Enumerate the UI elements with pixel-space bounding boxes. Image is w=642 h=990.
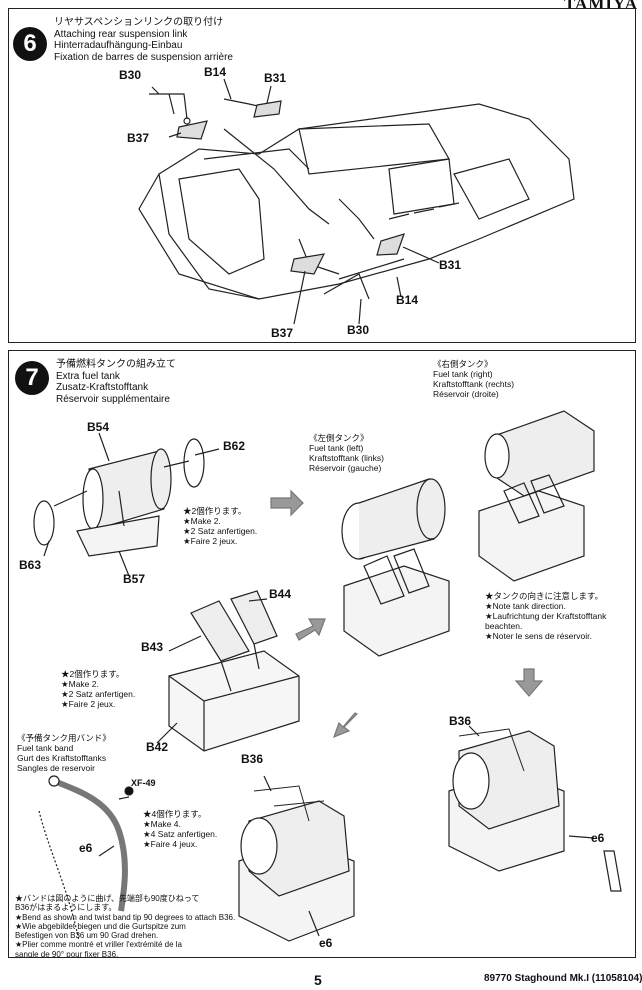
part-label: B44 [269, 587, 292, 601]
suspension-illustration [138, 78, 575, 325]
part-label: B57 [123, 572, 146, 586]
step-number: 7 [15, 361, 49, 395]
product-code: 89770 Staghound Mk.I (11058104) [484, 973, 642, 984]
part-label: e6 [319, 936, 333, 950]
make-note: ★2個作ります。★Make 2.★2 Satz anfertigen.★Fair… [183, 506, 258, 546]
part-label: B37 [127, 131, 150, 145]
part-label: B30 [119, 68, 142, 82]
part-label: B36 [241, 752, 264, 766]
part-label: B37 [271, 326, 294, 340]
part-label: B14 [204, 65, 227, 79]
part-label: B42 [146, 740, 169, 754]
step-number: 6 [13, 27, 47, 61]
part-label: B30 [347, 323, 370, 337]
part-label: B31 [264, 71, 287, 85]
part-label: B63 [19, 558, 42, 572]
part-label: B62 [223, 439, 246, 453]
tank-caption: 《左側タンク》Fuel tank (left)Kraftstofftank (l… [309, 433, 384, 473]
paint-label: XF-49 [131, 778, 156, 788]
fuel-tank-illustration [33, 410, 622, 942]
part-label: B31 [439, 258, 462, 272]
page-number: 5 [314, 972, 322, 988]
make-note: ★2個作ります。★Make 2.★2 Satz anfertigen.★Fair… [61, 669, 136, 709]
part-label: e6 [591, 831, 605, 845]
direction-note: ★タンクの向きに注意します。★Note tank direction.★Lauf… [485, 591, 607, 641]
part-label: B14 [396, 293, 419, 307]
make-note: ★4個作ります。★Make 4.★4 Satz anfertigen.★Fair… [143, 809, 218, 849]
part-label: B36 [449, 714, 472, 728]
tank-caption: 《右側タンク》Fuel tank (right)Kraftstofftank (… [433, 359, 515, 399]
part-label: B54 [87, 420, 110, 434]
part-label: e6 [79, 841, 93, 855]
part-label: B43 [141, 640, 164, 654]
